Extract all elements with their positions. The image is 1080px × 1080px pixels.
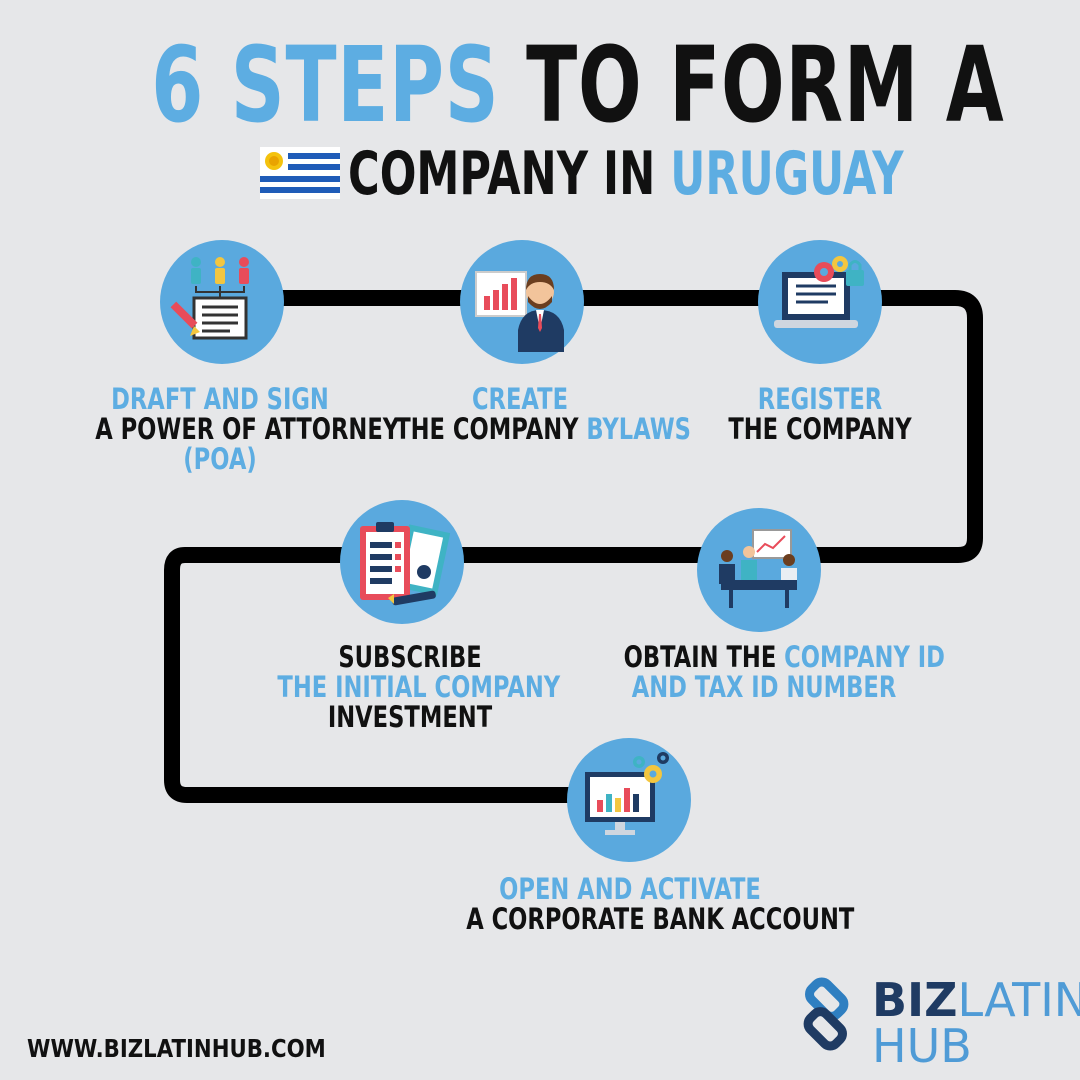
logo-latin: LATIN xyxy=(957,973,1080,1027)
step-text-segment: THE INITIAL COMPANY xyxy=(277,670,561,704)
meeting-table-icon xyxy=(719,529,797,608)
step-text-line: REGISTER xyxy=(695,384,945,414)
title-highlight: 6 STEPS xyxy=(151,24,500,146)
step-text-segment: BYLAWS xyxy=(586,412,691,446)
logo-biz: BIZ xyxy=(872,973,958,1027)
monitor-chart-gears-icon xyxy=(585,752,669,835)
step-6-circle xyxy=(567,738,691,862)
step-text-line: AND TAX ID NUMBER xyxy=(624,672,905,702)
title-rest-2: COMPANY IN xyxy=(348,139,656,209)
website-url[interactable]: WWW.BIZLATINHUB.COM xyxy=(27,1034,326,1063)
bizlatinhub-logo-icon xyxy=(803,977,849,1051)
step-text-segment: COMPANY ID xyxy=(784,640,945,674)
step-text-segment: REGISTER xyxy=(757,382,883,416)
step-text-line: THE INITIAL COMPANY xyxy=(277,672,560,702)
step-text-line: THE COMPANY BYLAWS xyxy=(395,412,691,446)
step-3-circle xyxy=(758,240,882,364)
step-text-segment: SUBSCRIBE xyxy=(338,640,482,674)
step-1-circle xyxy=(160,240,284,364)
title-country: URUGUAY xyxy=(670,139,904,209)
people-document-icon xyxy=(170,257,249,340)
step-5-circle xyxy=(340,500,464,624)
step-text-segment: DRAFT AND SIGN xyxy=(111,382,329,416)
title-rest: TO FORM A xyxy=(526,24,1005,146)
step-text-line: (POA) xyxy=(95,444,345,474)
title-line-1: 6 STEPS TO FORM A xyxy=(151,28,1004,143)
step-text-line: OPEN AND ACTIVATE xyxy=(466,874,794,904)
step-text-line: SUBSCRIBE xyxy=(277,642,542,672)
step-text-segment: OBTAIN THE xyxy=(623,640,785,674)
uruguay-flag-icon xyxy=(260,147,340,199)
step-text-segment: THE COMPANY xyxy=(728,412,912,446)
step-text-segment: CREATE xyxy=(471,382,569,416)
step-text-segment: OPEN AND ACTIVATE xyxy=(499,872,761,906)
step-text-line: A CORPORATE BANK ACCOUNT xyxy=(466,904,854,934)
logo-text-bottom: HUB xyxy=(872,1022,972,1070)
title-line-2: COMPANY IN URUGUAY xyxy=(348,139,904,209)
clipboard-id-card-icon xyxy=(360,522,451,606)
step-text-segment: A CORPORATE BANK ACCOUNT xyxy=(466,902,855,936)
step-text-segment: AND TAX ID NUMBER xyxy=(631,670,897,704)
step-text-segment: A POWER OF ATTORNEY xyxy=(95,412,400,446)
step-text-line: DRAFT AND SIGN xyxy=(95,384,345,414)
presenter-chart-icon xyxy=(475,271,564,352)
step-text-line: A POWER OF ATTORNEY xyxy=(95,414,399,444)
step-4-circle xyxy=(697,508,821,632)
step-text-line: INVESTMENT xyxy=(277,702,542,732)
step-text-segment: (POA) xyxy=(183,442,257,476)
step-text-segment: INVESTMENT xyxy=(327,700,493,734)
step-text-line: OBTAIN THE COMPANY ID xyxy=(623,640,945,674)
logo-text-top: BIZLATIN xyxy=(872,976,1080,1024)
laptop-gear-lock-icon xyxy=(774,256,864,328)
step-2-circle xyxy=(460,240,584,364)
step-text-line: THE COMPANY xyxy=(695,414,945,444)
step-text-line: CREATE xyxy=(395,384,645,414)
step-text-segment: THE COMPANY xyxy=(395,412,587,446)
logo-hub: HUB xyxy=(872,1019,972,1073)
